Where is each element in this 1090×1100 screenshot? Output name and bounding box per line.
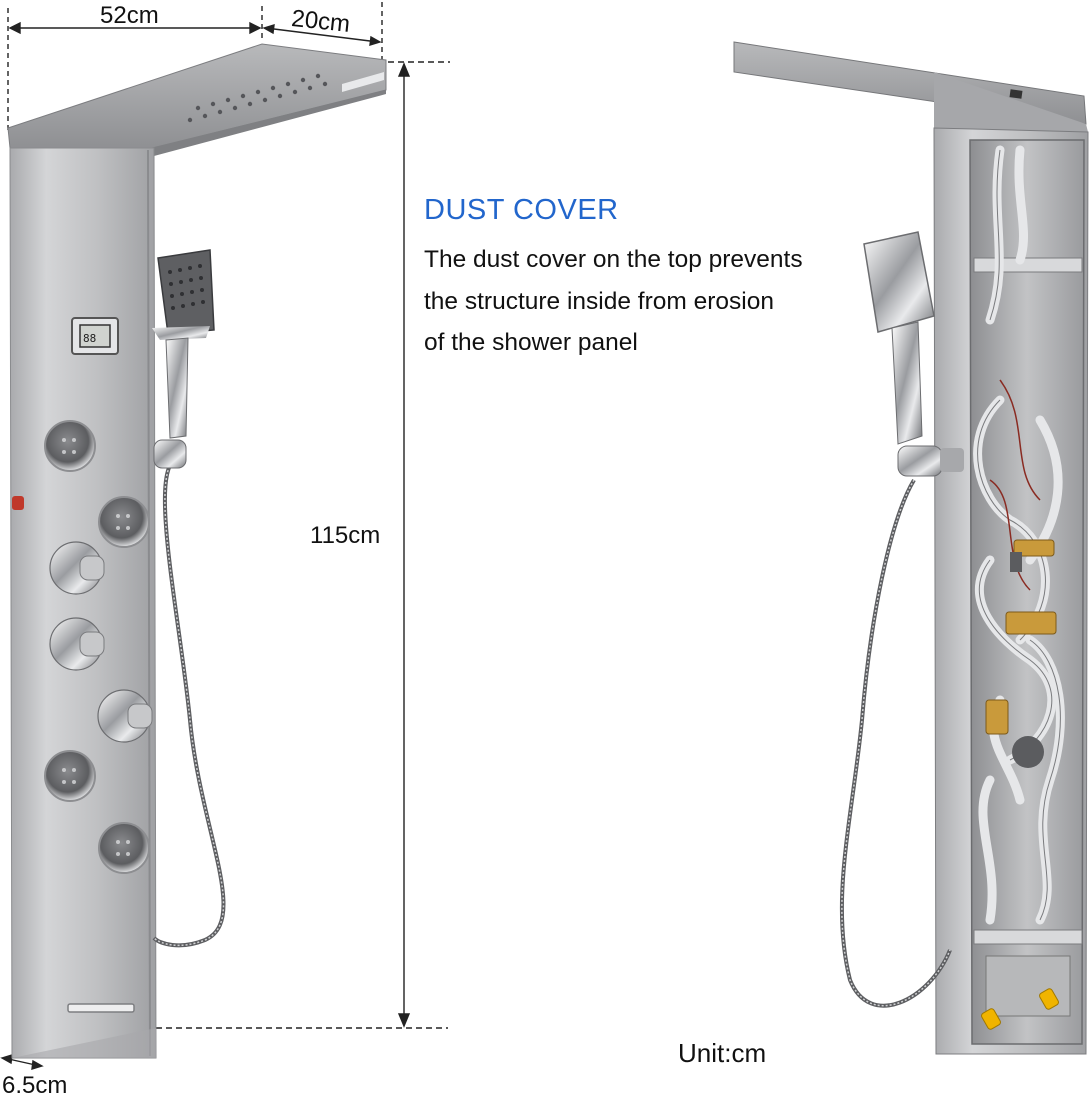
unit-label: Unit:cm [678,1038,767,1068]
svg-text:88: 88 [83,332,96,345]
dimension-lines [0,2,450,1070]
feature-description-line: the structure inside from erosion [424,287,774,315]
shower-panel-front: 88 [7,43,387,1059]
height-dimension-label: 115cm [310,522,381,549]
feature-callout: DUST COVER The dust cover on the top pre… [424,194,864,364]
hand-shower-left [152,249,226,948]
depth-dimension-label: 20cm [290,5,352,38]
feature-description-line: The dust cover on the top prevents [424,246,803,273]
hand-shower-right [839,231,964,1008]
shower-panel-back [733,41,1089,1055]
feature-title: DUST COVER [424,194,619,226]
thickness-dimension-label: 6.5cm [2,1072,68,1099]
feature-description-line: of the shower panel [424,329,638,356]
width-dimension-label: 52cm [100,2,159,29]
